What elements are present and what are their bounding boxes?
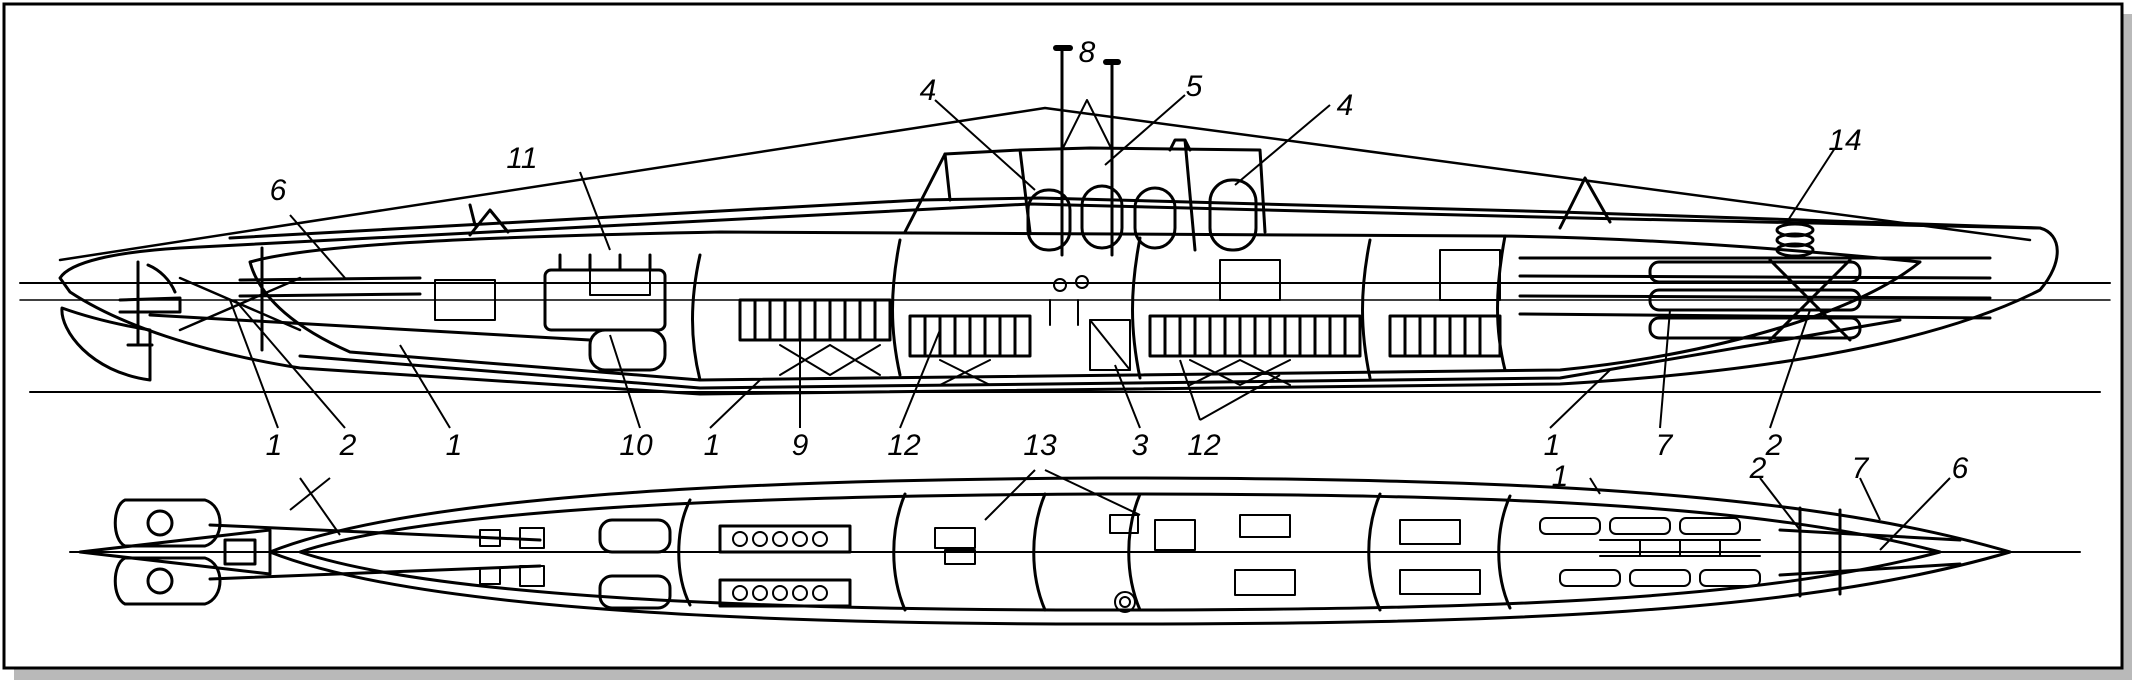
- plan-bow-tubes: [1778, 506, 1962, 598]
- callout-side-5: 5: [1186, 70, 1203, 103]
- plan-couplings: [479, 527, 545, 587]
- keel-tanks: [779, 344, 1291, 386]
- callout-side-1a: 1: [266, 429, 283, 462]
- deck-gun: [1168, 138, 1197, 252]
- callout-side-10: 10: [619, 429, 653, 462]
- battery-mid: [908, 314, 1032, 358]
- propeller: [126, 260, 177, 347]
- plan-shaft-upper: [208, 523, 542, 542]
- anchor-chain: [1775, 222, 1815, 258]
- callout-side-12b: 12: [1187, 429, 1221, 462]
- wardroom-block: [1219, 259, 1281, 301]
- callout-labels: 1 2 1 10 1 9 12 3 12 1 7 2 6 11 4 5 8 4 …: [266, 36, 1969, 493]
- plan-diesel-upper: [718, 524, 852, 554]
- callout-plan-6: 6: [1952, 452, 1969, 485]
- fwd-machinery: [1439, 249, 1501, 301]
- callout-side-4a: 4: [920, 74, 937, 107]
- plan-diesel-lower: [718, 578, 852, 608]
- callout-side-7: 7: [1656, 429, 1674, 462]
- callout-side-4b: 4: [1337, 89, 1354, 122]
- side-view: [19, 45, 2111, 396]
- callout-leaders: [229, 94, 1951, 551]
- aft-deck-fitting: [468, 208, 510, 237]
- jumping-wire: [58, 106, 2032, 262]
- callout-side-3: 3: [1132, 429, 1149, 462]
- callout-side-12a: 12: [887, 429, 921, 462]
- callout-side-14: 14: [1828, 124, 1861, 157]
- callout-plan-1: 1: [1552, 460, 1569, 493]
- tower-cylinder-2: [1080, 184, 1124, 250]
- battery-aft: [738, 298, 892, 342]
- tower-cylinder-1: [1026, 188, 1072, 252]
- stern-deck-fitting: [468, 203, 477, 227]
- callout-side-1d: 1: [1544, 429, 1561, 462]
- aft-machinery-1: [434, 279, 496, 321]
- bow-torpedo-tubes: [1518, 256, 1992, 320]
- deck-line: [228, 196, 2042, 240]
- plan-stern-cone: [78, 528, 272, 576]
- stern-bracing: [178, 276, 302, 332]
- plan-view: [69, 476, 2081, 626]
- callout-side-2b: 2: [1765, 429, 1783, 462]
- callout-side-9: 9: [792, 429, 809, 462]
- callout-side-6-top: 6: [270, 174, 287, 207]
- bulkheads: [260, 234, 1507, 382]
- tower-cylinder-4: [1208, 178, 1258, 252]
- keel-line: [298, 318, 1902, 390]
- electric-motor: [588, 328, 667, 372]
- battery-fwd: [1148, 314, 1362, 358]
- stern-planes: [118, 296, 182, 314]
- control-room-gear: [1049, 275, 1131, 371]
- callout-side-11: 11: [506, 142, 537, 175]
- plan-diesel-cylinders: [732, 531, 828, 601]
- callout-plan-2: 2: [1749, 452, 1767, 485]
- outer-hull: [58, 202, 2059, 396]
- plan-bulkheads: [677, 492, 1512, 612]
- rudder: [60, 306, 152, 382]
- battery-bow: [1388, 314, 1502, 358]
- bow-bracing: [1768, 258, 1852, 342]
- torpedo-reload: [1648, 260, 1862, 340]
- plan-engine-upper: [598, 518, 672, 554]
- callout-side-1c: 1: [704, 429, 721, 462]
- diesel-cylinders: [558, 253, 652, 272]
- propeller-shaft: [148, 313, 592, 342]
- callout-side-2a: 2: [339, 429, 357, 462]
- callout-plan-7: 7: [1852, 452, 1870, 485]
- aft-machinery-2: [589, 269, 651, 296]
- plan-twin-screws: [113, 498, 222, 606]
- plan-control-room: [934, 514, 1481, 613]
- plan-stern-block: [223, 538, 257, 566]
- callout-side-1b: 1: [446, 429, 463, 462]
- pressure-hull: [248, 230, 1922, 382]
- plan-torpedoes: [1539, 517, 1761, 587]
- plan-outer-hull: [268, 476, 2012, 626]
- fwd-deck-fitting: [1558, 176, 1612, 230]
- plan-engine-lower: [598, 574, 672, 610]
- stern-torpedo-tubes: [238, 276, 422, 298]
- callout-side-8: 8: [1079, 36, 1096, 69]
- tower-cylinder-3: [1133, 186, 1177, 250]
- callout-plan-13: 13: [1023, 429, 1057, 462]
